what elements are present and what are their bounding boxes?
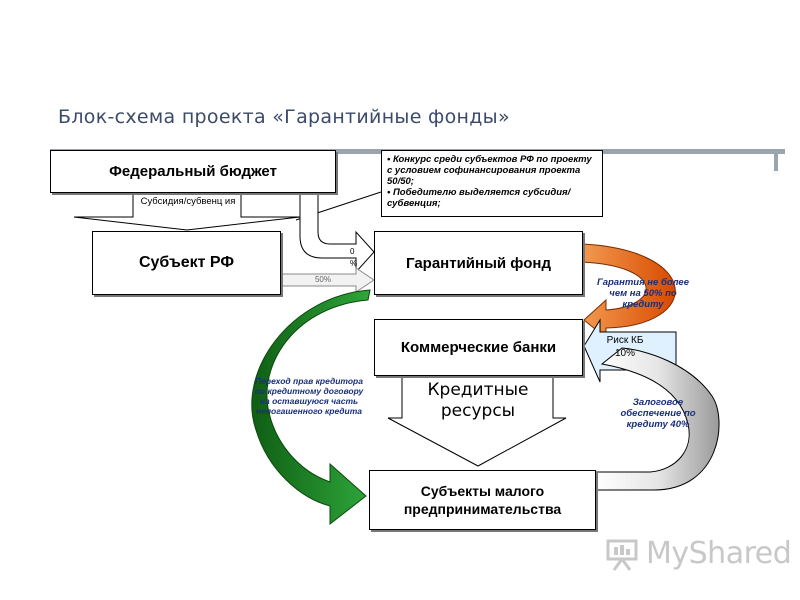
note-item-1-text: Конкурс среди субъектов РФ по проекту с … (387, 154, 592, 187)
logo-text: MyShared (646, 536, 792, 571)
collateral-arrow (595, 347, 720, 491)
small-business-box: Субъекты малого предпринимательства (369, 470, 596, 530)
credit-resources-label: Кредитные ресурсы (427, 380, 529, 421)
curve-mark-2: % (350, 259, 357, 268)
budget-to-fund-arrow (299, 193, 375, 274)
subsidy-label: Субсидия/субвенц ия (140, 196, 236, 207)
project-conditions-note: • Конкурс среди субъектов РФ по проекту … (381, 150, 603, 217)
watermark-logo: MyShared (606, 536, 792, 571)
collateral-label: Залоговое обеспечение по кредиту 40% (620, 397, 696, 430)
risk-label: Риск КБ 10% (606, 335, 644, 359)
transfer-arrow (251, 289, 371, 526)
note-item-1: • Конкурс среди субъектов РФ по проекту … (387, 154, 592, 187)
curve-mark-1: 0 (350, 247, 355, 256)
presentation-board-icon (606, 539, 638, 571)
transfer-label: Переход прав кредитора по кредитному дог… (254, 376, 364, 416)
page-title: Блок-схема проекта «Гарантийные фонды» (58, 106, 510, 128)
note-item-2: • Победителю выделяется субсидия/субвенц… (387, 187, 571, 209)
subject-to-fund-arrow (280, 267, 375, 293)
title-rule-tick (774, 149, 778, 171)
credit-resources-arrow (387, 375, 567, 467)
subsidy-arrow (73, 189, 301, 231)
subject-rf-box: Субъект РФ (92, 231, 281, 295)
commercial-banks-box: Коммерческие банки (374, 319, 583, 376)
federal-budget-box: Федеральный бюджет (50, 150, 336, 193)
guarantee-label: Гарантия не более чем на 50% по кредиту (597, 277, 689, 310)
note-item-2-text: Победителю выделяется субсидия/субвенция… (387, 187, 571, 209)
percent-label: 50% (314, 275, 331, 284)
guarantee-fund-box: Гарантийный фонд (374, 231, 583, 295)
